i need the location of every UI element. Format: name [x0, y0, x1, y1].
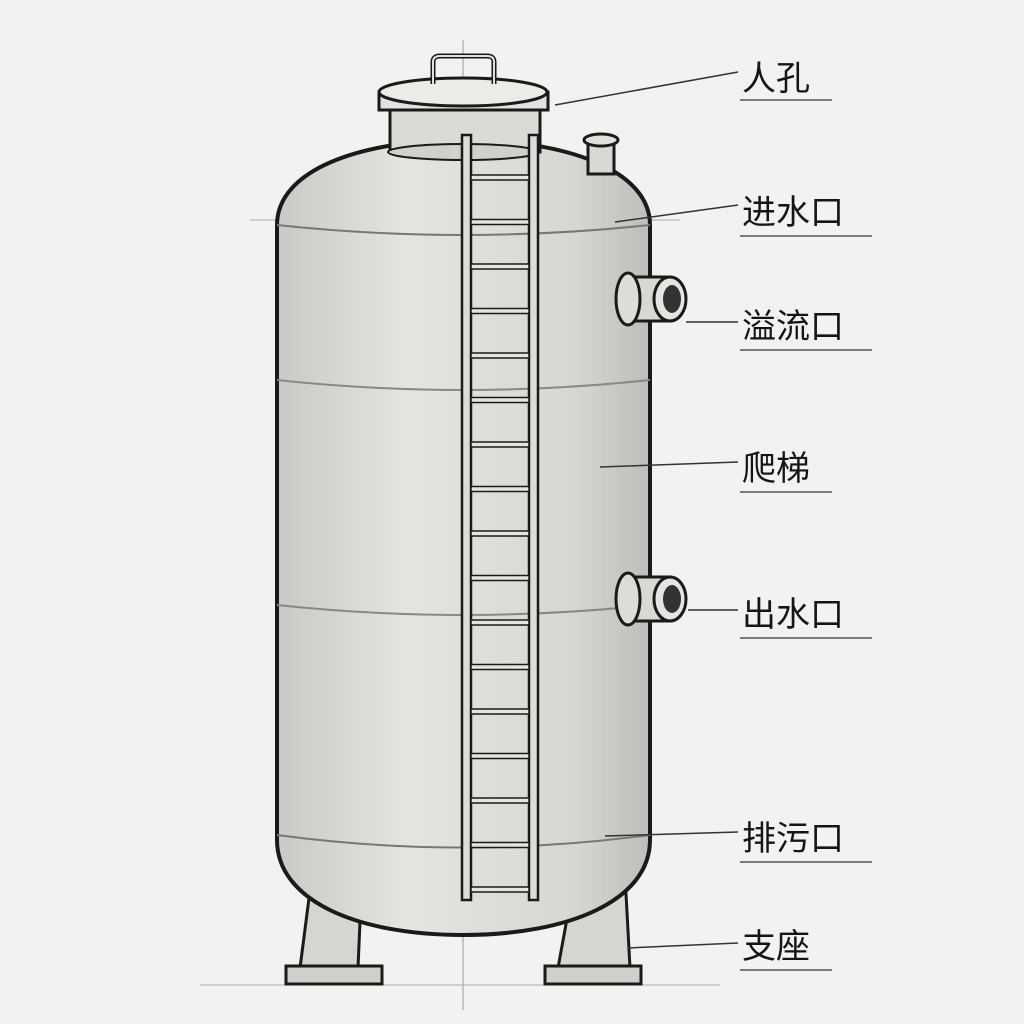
ladder-rung [470, 663, 530, 671]
manhole [377, 53, 550, 161]
ladder-rung [470, 441, 530, 448]
ladder-rung [470, 619, 530, 626]
ladder-rung [470, 352, 530, 359]
ladder-rung [470, 218, 530, 226]
ladder-rung [470, 797, 530, 804]
ladder-rung [470, 752, 530, 760]
label-inlet: 进水口 [742, 193, 844, 233]
label-drain: 排污口 [742, 819, 844, 859]
ladder-rung [470, 886, 530, 893]
outlet-pipe [614, 571, 688, 627]
label-ladder: 爬梯 [742, 449, 810, 489]
ladder-rung [470, 841, 530, 849]
ladder-rung [470, 708, 530, 715]
inlet-nozzle [582, 132, 620, 176]
ladder-rung [470, 574, 530, 582]
label-underlines [740, 99, 872, 971]
label-support: 支座 [742, 927, 810, 967]
ladder-rung [470, 530, 530, 537]
ladder-rung [470, 263, 530, 270]
ladder-rung [470, 485, 530, 493]
label-manhole: 人孔 [742, 59, 810, 99]
ladder-rung [470, 396, 530, 404]
ladder-rung [470, 307, 530, 315]
ladder [460, 133, 540, 902]
label-overflow: 溢流口 [742, 307, 844, 347]
overflow-pipe [614, 271, 688, 327]
ladder-rung [470, 174, 530, 181]
leader-lines [554, 71, 739, 949]
label-outlet: 出水口 [742, 595, 844, 635]
